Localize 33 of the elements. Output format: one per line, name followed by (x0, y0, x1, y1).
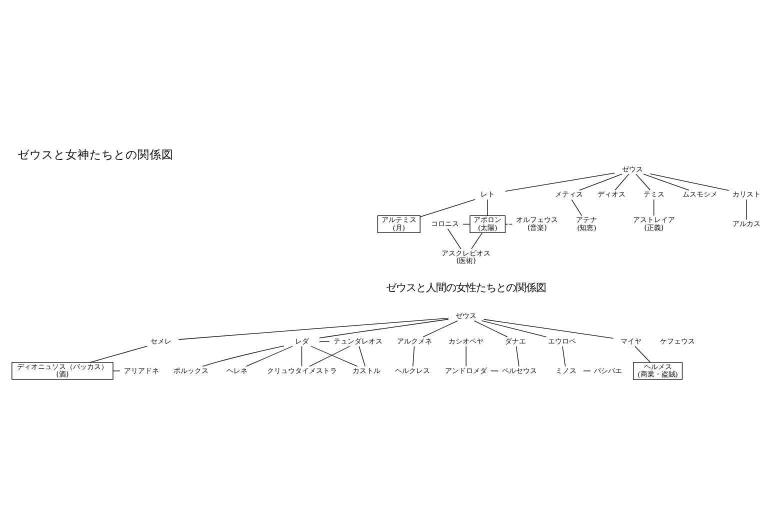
connector (178, 317, 449, 340)
connector (483, 318, 614, 338)
connector (516, 346, 520, 366)
connector (422, 320, 458, 337)
connector (412, 346, 415, 366)
connector (202, 345, 284, 366)
connector (309, 345, 350, 366)
connector (319, 318, 449, 338)
connector (420, 198, 476, 217)
connector (579, 173, 622, 190)
connector (504, 172, 615, 192)
connector (650, 173, 730, 190)
label: ゼウスと人間の女性たちとの関係図 (386, 282, 546, 294)
connector (643, 173, 690, 190)
connector (301, 346, 302, 366)
connector (634, 346, 651, 362)
connector (310, 345, 358, 366)
connector (636, 173, 650, 190)
connector (614, 173, 630, 190)
connector (504, 223, 513, 224)
connector (481, 320, 547, 337)
connector (90, 345, 148, 362)
connector (319, 340, 330, 342)
connector (571, 198, 582, 216)
connector (487, 198, 488, 216)
connector (246, 345, 293, 366)
diagram-title: ゼウスと女神たちとの関係図 (18, 147, 174, 162)
connector (447, 228, 462, 249)
connector (358, 346, 366, 366)
connector (471, 232, 483, 249)
connector (562, 346, 566, 366)
connector (746, 198, 747, 220)
connector (474, 320, 508, 337)
